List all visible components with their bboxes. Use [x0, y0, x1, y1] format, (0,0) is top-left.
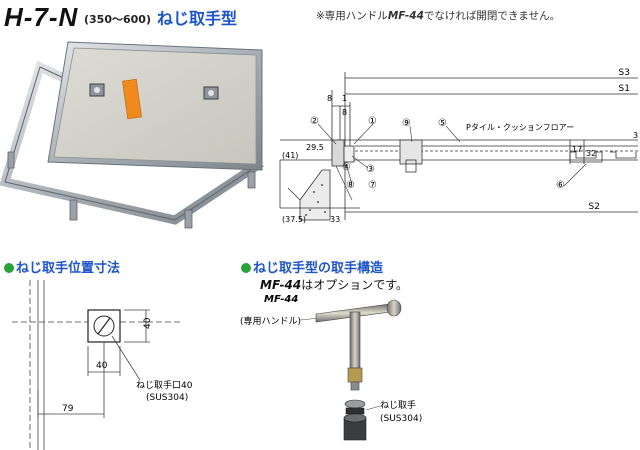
lid-panel	[53, 47, 257, 165]
bullet-icon	[241, 263, 251, 273]
dim-37-5: (37.5)	[282, 215, 306, 224]
anchor-bracket	[247, 171, 256, 189]
screw-label: ねじ取手	[380, 399, 416, 411]
dim-40-vertical: 40	[143, 317, 153, 329]
dim-40-horizontal: 40	[96, 361, 108, 371]
position-section-title: ねじ取手位置寸法	[4, 257, 120, 276]
callout-9: ⑨	[402, 118, 411, 129]
handle-position-diagram: 40 40 79 ねじ取手口40 (SUS304)	[12, 280, 193, 450]
handle-shaft	[349, 311, 361, 369]
notice-model: MF-44	[387, 10, 424, 22]
callout-2: ②	[310, 116, 319, 127]
dim-32: 32	[586, 149, 596, 158]
handle-structure-diagram: MF-44 (専用ハンドル) ねじ取手 (SUS304)	[240, 294, 422, 441]
callout-6: ⑥	[556, 180, 565, 191]
warning-label	[122, 78, 142, 120]
notice-suffix: でなければ開閉できません。	[423, 10, 561, 22]
dim-79: 79	[62, 404, 74, 414]
port-label: ねじ取手口40	[136, 379, 193, 391]
callout-4: ④	[342, 162, 351, 173]
option-model: MF-44	[260, 278, 302, 292]
port-material: (SUS304)	[146, 393, 188, 403]
floor-material-label: Pタイル・クッションフロアー	[466, 123, 574, 132]
option-note: MF-44はオプションです。	[260, 276, 408, 293]
dim-3: 3	[633, 131, 638, 140]
dim-1: 1	[342, 94, 347, 103]
position-title-text: ねじ取手位置寸法	[16, 261, 121, 276]
handle-notice: ※専用ハンドルMF-44でなければ開閉できません。	[316, 8, 560, 23]
size-range: (350～600)	[84, 13, 151, 26]
cross-section-drawing: S3 S1 S2 8 1 8 3 17 32 (41) 29.5 (37.5) …	[279, 68, 638, 224]
dim-41: (41)	[282, 151, 298, 160]
bullet-icon	[4, 263, 14, 273]
handle-model: MF-44	[264, 294, 298, 305]
dim-s2: S2	[589, 202, 600, 212]
product-type-title: ねじ取手型	[157, 9, 238, 28]
callout-8: ⑧	[346, 180, 355, 191]
dim-29-5: 29.5	[306, 143, 324, 152]
structure-section-title: ねじ取手型の取手構造	[241, 257, 383, 276]
callout-3: ③	[366, 164, 375, 175]
anchor-bracket	[184, 209, 193, 229]
structure-title-text: ねじ取手型の取手構造	[253, 261, 384, 276]
dim-s3: S3	[619, 68, 630, 78]
dim-s1: S1	[619, 84, 630, 94]
inspection-hatch-illustration	[0, 41, 265, 229]
dim-17: 17	[572, 145, 582, 154]
callout-7: ⑦	[368, 180, 377, 191]
screw-material: (SUS304)	[380, 414, 422, 424]
option-suffix: はオプションです。	[301, 278, 409, 292]
anchor-bracket	[69, 199, 78, 221]
model-code: H-7-N	[4, 2, 79, 32]
notice-prefix: ※専用ハンドル	[316, 10, 388, 22]
dim-33: 33	[330, 215, 340, 224]
callout-5: ⑤	[438, 118, 447, 129]
dim-8: 8	[327, 94, 332, 103]
dim-8b: 8	[342, 108, 347, 117]
callout-1: ①	[368, 116, 377, 127]
handle-label: (専用ハンドル)	[240, 315, 301, 327]
anchor-bracket	[7, 151, 15, 169]
